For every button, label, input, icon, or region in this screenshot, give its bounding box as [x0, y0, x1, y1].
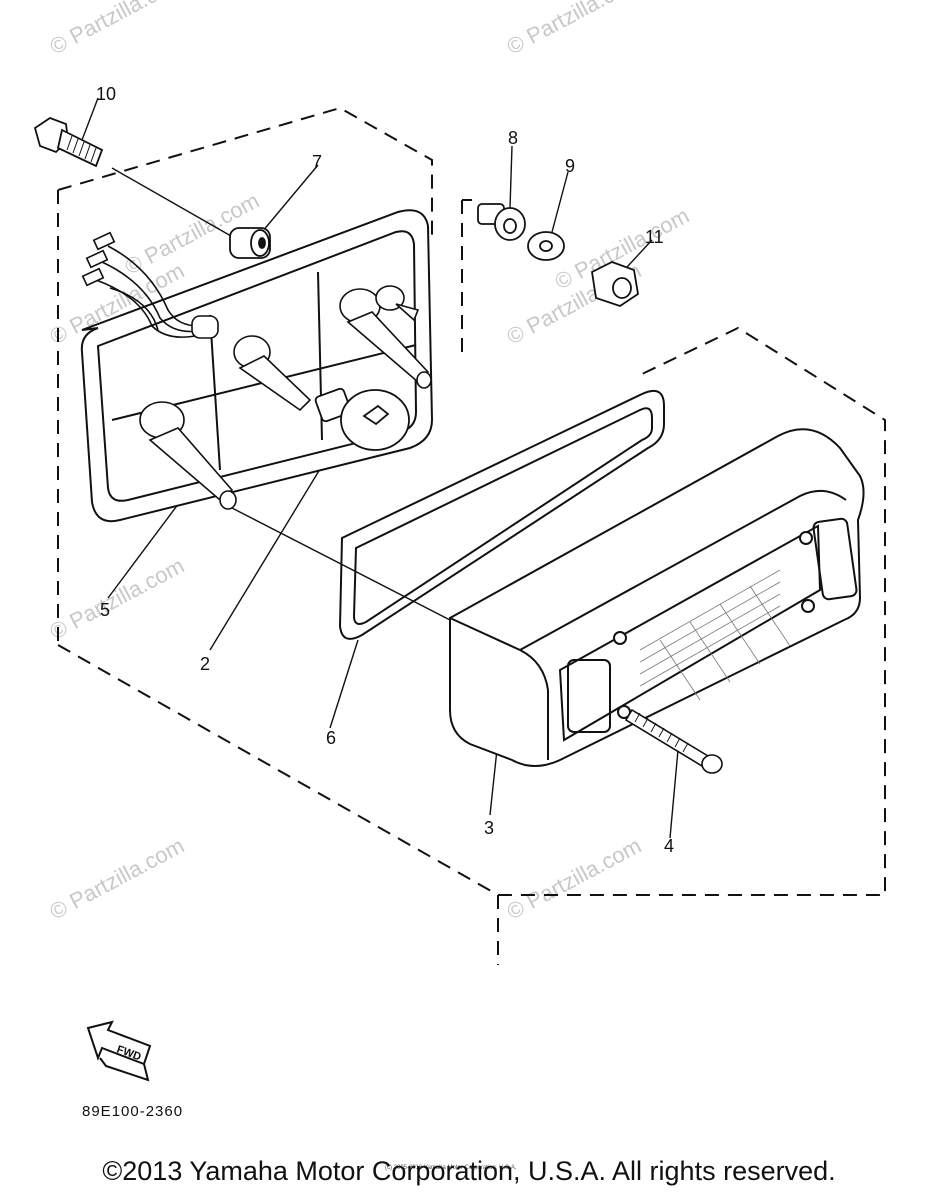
diagram-code: 89E100-2360	[82, 1103, 183, 1120]
screw-4	[624, 708, 723, 774]
washer-9	[527, 231, 565, 261]
assembly-boundary	[57, 106, 886, 965]
callout-label: 7	[312, 152, 322, 172]
callout-label: 5	[100, 600, 110, 620]
grommet-7	[229, 227, 271, 259]
callout-label: 3	[484, 818, 494, 838]
bulb-2	[314, 387, 410, 451]
lens-3	[449, 428, 865, 767]
watermark: © Partzilla.com	[46, 0, 189, 59]
watermark: © Partzilla.com	[46, 833, 189, 925]
collar-8	[477, 203, 526, 241]
callout-label: 10	[96, 84, 116, 104]
bulb-sockets	[139, 285, 432, 510]
callout-label: 2	[200, 654, 210, 674]
callout-label: 8	[508, 128, 518, 148]
wire-harness	[81, 231, 219, 339]
fwd-arrow-icon: FWD	[86, 1020, 152, 1082]
lens-hatching	[639, 569, 791, 701]
callout-labels: 10 7 8 9 11 5 2 6 3 4	[96, 84, 674, 856]
nut-11	[591, 261, 639, 307]
callout-label: 9	[565, 156, 575, 176]
gasket-6	[338, 390, 665, 640]
callout-label: 6	[326, 728, 336, 748]
copyright-notice: ©2013 Yamaha Motor Corporation, U.S.A. A…	[102, 1156, 836, 1186]
small-notice: (c) 2005-2016 Yamaha Motor Corporation, …	[385, 1165, 517, 1171]
watermark: © Partzilla.com	[46, 553, 189, 645]
bolt-10	[33, 116, 104, 168]
watermark: © Partzilla.com	[503, 833, 646, 925]
watermark: © Partzilla.com	[503, 0, 646, 59]
callout-label: 11	[645, 227, 664, 247]
callout-label: 4	[664, 836, 674, 856]
